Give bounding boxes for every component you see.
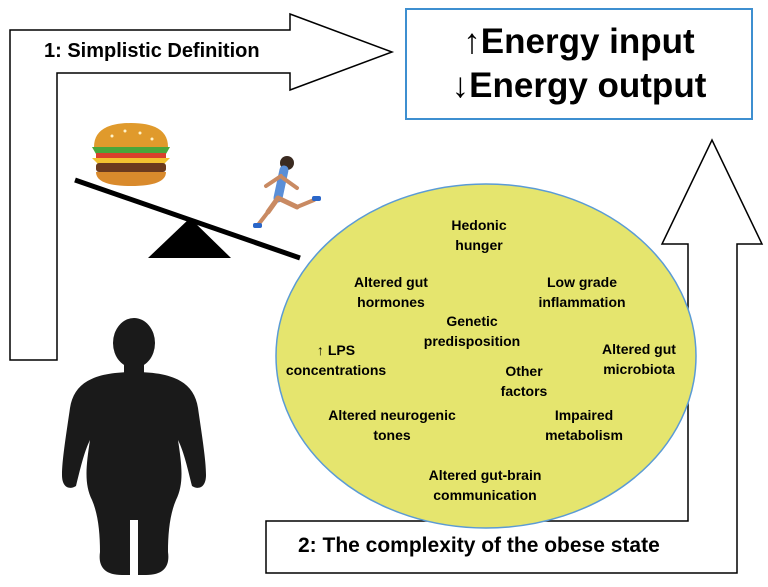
simplistic-definition-arrow bbox=[9, 12, 395, 361]
simplistic-definition-label: 1: Simplistic Definition bbox=[44, 40, 260, 62]
energy-output-text: ↓Energy output bbox=[451, 66, 707, 105]
energy-balance-box: ↑Energy input ↓Energy output bbox=[405, 8, 753, 120]
energy-input-text: ↑Energy input bbox=[463, 22, 695, 61]
complexity-label: 2: The complexity of the obese state bbox=[298, 534, 660, 557]
obese-person-silhouette-icon bbox=[62, 318, 206, 575]
runner-icon bbox=[253, 156, 321, 228]
seesaw-icon bbox=[74, 177, 301, 261]
burger-icon bbox=[92, 123, 170, 186]
factors-ellipse bbox=[275, 183, 697, 529]
